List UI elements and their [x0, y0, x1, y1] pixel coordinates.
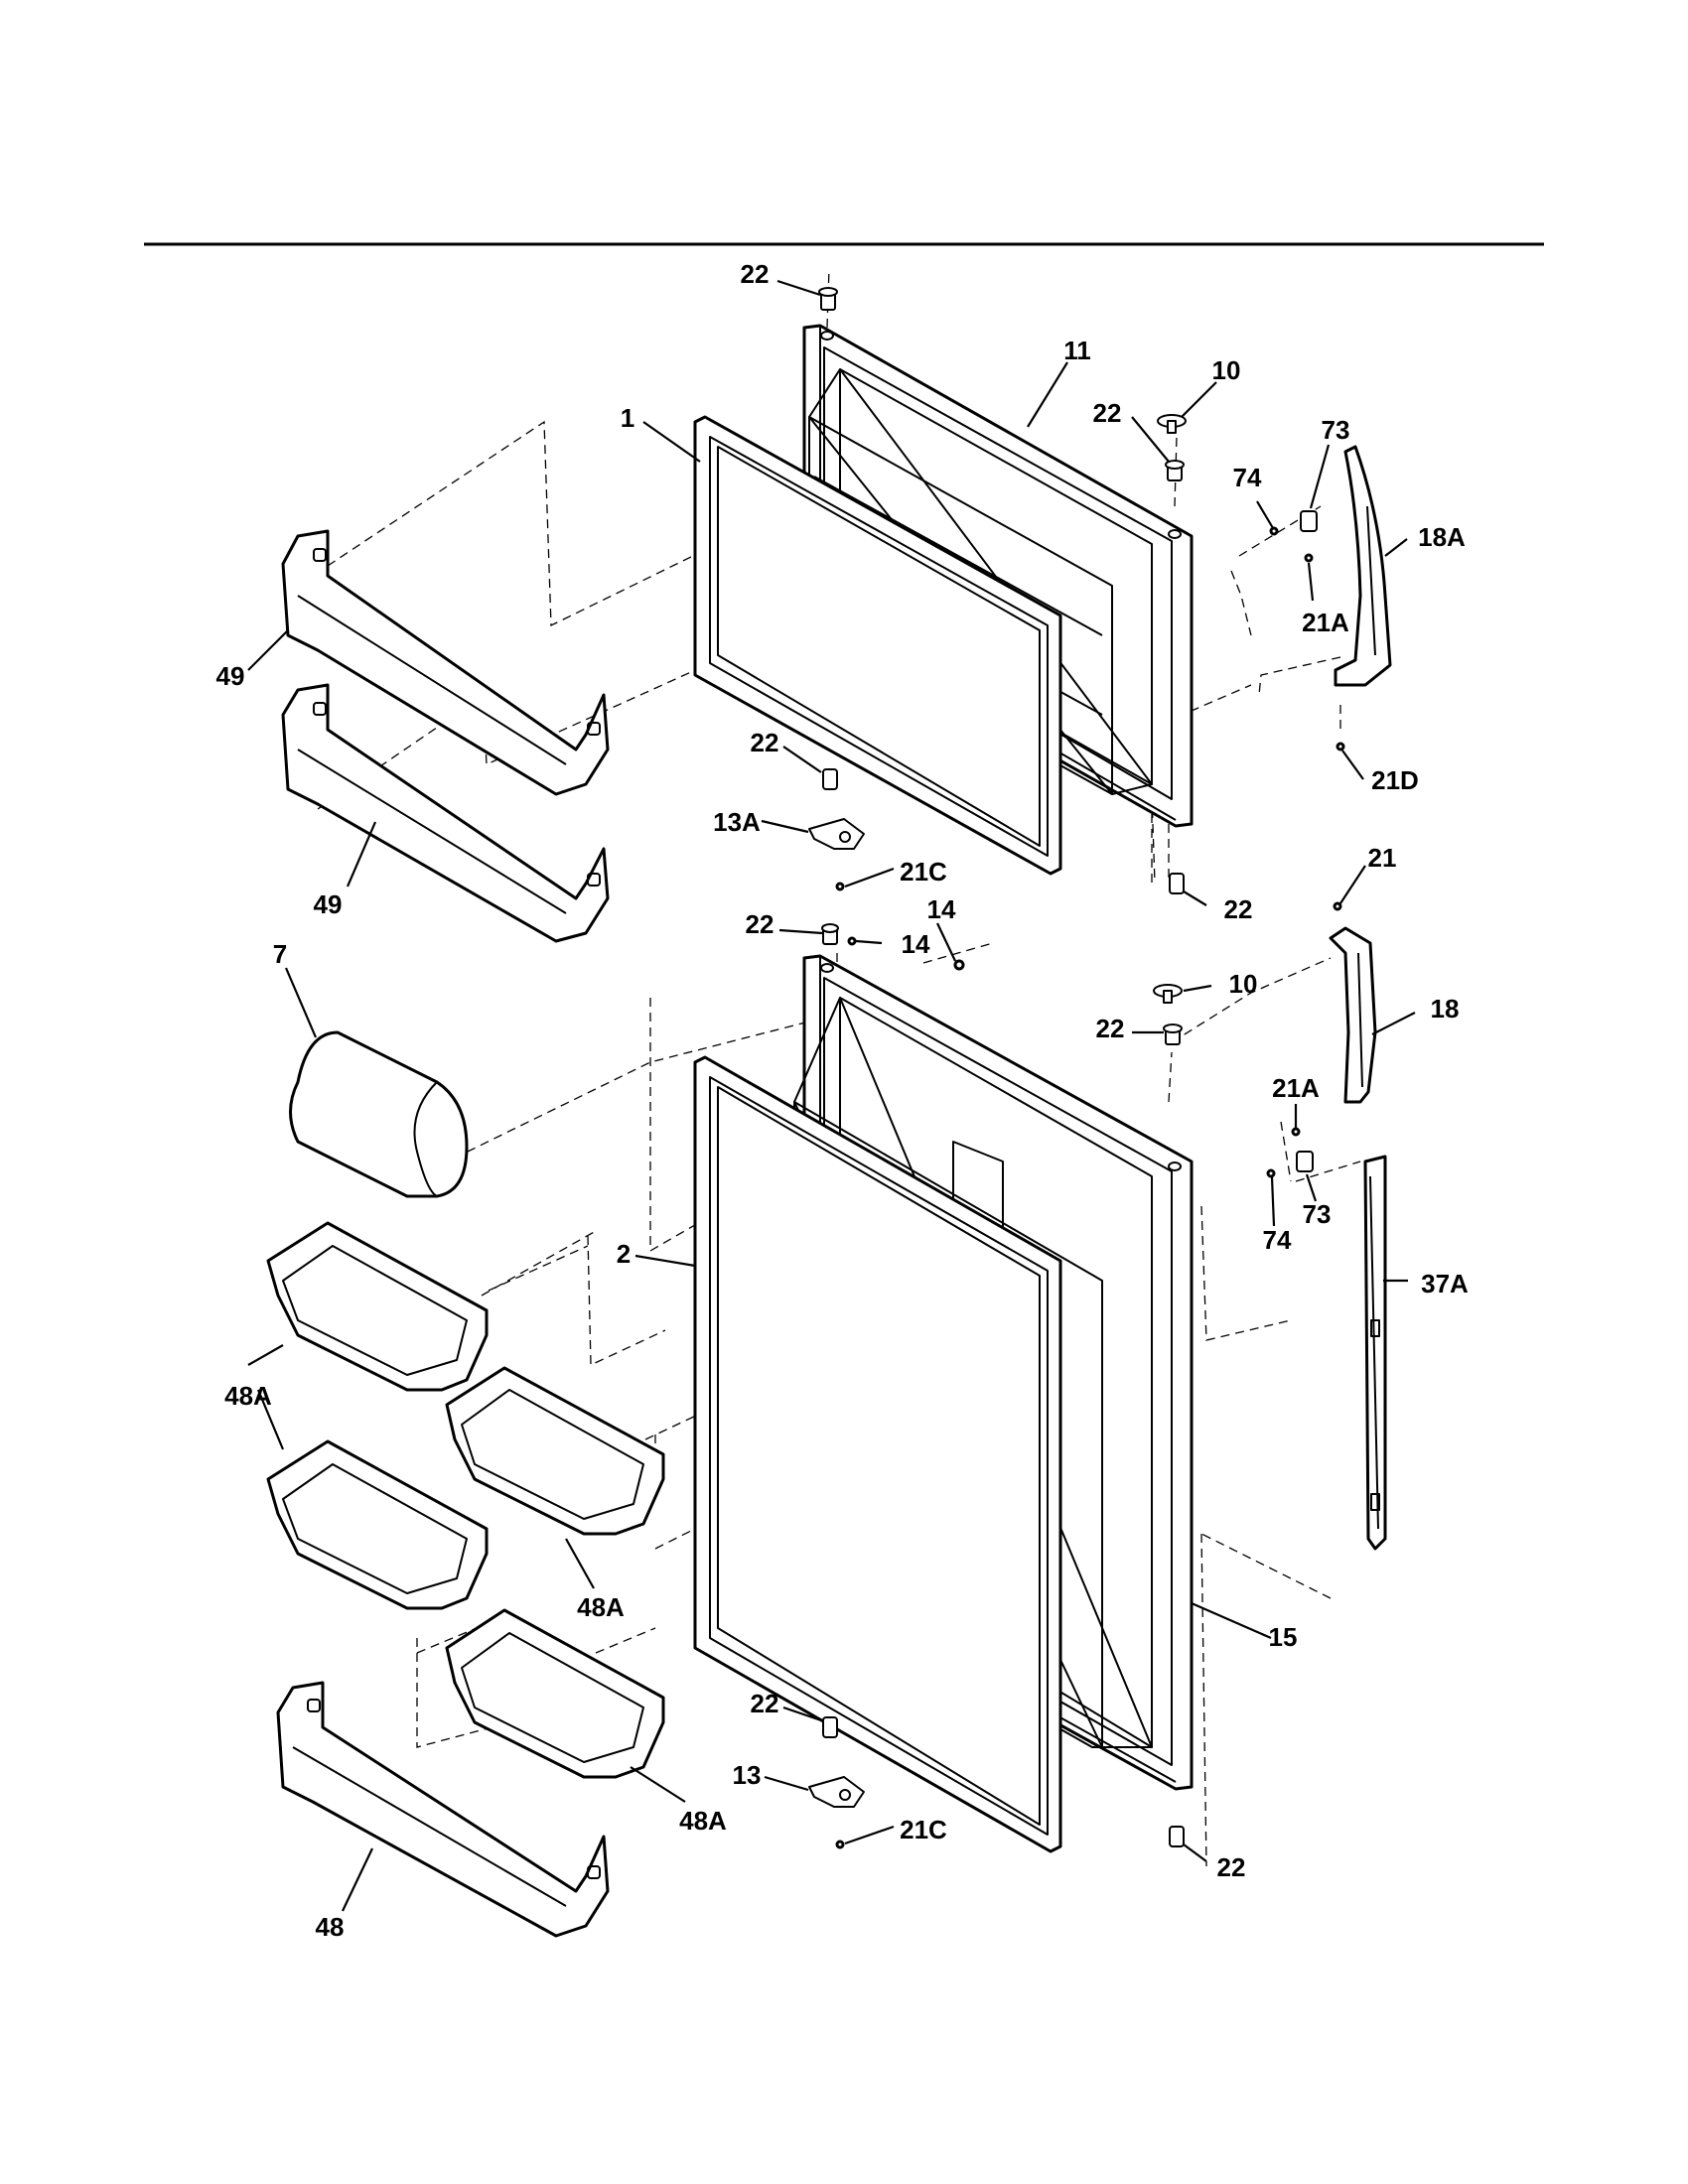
hinge-13 — [808, 1776, 865, 1808]
bracket-73-fresh — [1296, 1151, 1314, 1172]
callout-21C-lower: 21C — [900, 1815, 947, 1844]
screw-14-a — [847, 936, 857, 946]
callout-48: 48 — [316, 1912, 345, 1942]
bin-48a-1 — [266, 1221, 489, 1392]
screw-21 — [1333, 901, 1342, 911]
screw-74-top — [1269, 526, 1279, 536]
hinge-pin-22-bottom-right — [1169, 1826, 1185, 1847]
shelf-49-lower — [281, 683, 610, 943]
callout-73-top: 73 — [1322, 415, 1350, 445]
hinge-pin-22-fresh — [1163, 1024, 1183, 1045]
cap-10-top — [1157, 414, 1187, 434]
hinge-pin-22-top — [818, 287, 838, 311]
shelf-49-upper — [281, 529, 610, 796]
callout-21: 21 — [1368, 843, 1397, 873]
callout-11: 11 — [1063, 336, 1091, 365]
shelf-48 — [276, 1681, 610, 1938]
bracket-73-top — [1300, 510, 1318, 532]
screw-21c-upper — [835, 882, 845, 891]
hinge-pin-22-upper-right — [1165, 460, 1185, 481]
freezer-gasket — [693, 415, 1062, 876]
callout-74-fresh: 74 — [1263, 1225, 1292, 1255]
callout-21C-upper: 21C — [900, 857, 947, 887]
callout-48A-c: 48A — [679, 1806, 727, 1836]
callout-21A-fresh: 21A — [1272, 1073, 1320, 1103]
callout-10-fresh: 10 — [1229, 969, 1258, 999]
cap-10-fresh — [1153, 984, 1183, 1004]
callout-18A: 18A — [1418, 522, 1466, 552]
callout-22-bottom-right: 22 — [1217, 1852, 1246, 1882]
fresh-food-gasket — [693, 1055, 1062, 1853]
callout-49-lower: 49 — [314, 889, 343, 919]
callout-18: 18 — [1431, 994, 1460, 1024]
handle-18A — [1334, 445, 1392, 687]
trim-37A — [1363, 1155, 1387, 1551]
callout-2: 2 — [617, 1239, 631, 1269]
callout-labels: 22 11 10 22 1 73 74 18A 21A 49 49 22 21D… — [216, 259, 1470, 1942]
callout-48A-b: 48A — [577, 1592, 625, 1622]
screw-21a-fresh — [1291, 1127, 1301, 1137]
dairy-cover-7 — [289, 1030, 469, 1198]
callout-15: 15 — [1269, 1622, 1298, 1652]
hardware — [808, 287, 1345, 1849]
hinge-13a — [808, 818, 865, 850]
callout-22-bottom-left: 22 — [751, 1689, 779, 1718]
callout-22-hinge-top: 22 — [1093, 398, 1122, 428]
callout-21D: 21D — [1371, 765, 1419, 795]
hinge-pin-22-mid-left — [822, 768, 838, 790]
callout-37A: 37A — [1421, 1269, 1469, 1298]
callout-49-upper: 49 — [216, 661, 245, 691]
callout-74-top: 74 — [1233, 463, 1262, 492]
callout-22-top: 22 — [741, 259, 770, 289]
hinge-pin-22-fresh-top — [821, 923, 839, 945]
callout-7: 7 — [273, 939, 287, 969]
hinge-pin-22-bottom-left — [822, 1716, 838, 1738]
callout-14-a: 14 — [927, 894, 956, 924]
callout-1: 1 — [621, 403, 634, 433]
hinge-pin-22-mid-right — [1169, 873, 1185, 894]
bin-48a-2 — [445, 1366, 665, 1536]
callout-10-top: 10 — [1212, 355, 1241, 385]
callout-13A: 13A — [713, 807, 761, 837]
callout-21A-top: 21A — [1302, 608, 1349, 637]
callout-22-mid-left: 22 — [751, 728, 779, 757]
handle-18 — [1329, 926, 1377, 1104]
callout-14-b: 14 — [902, 929, 930, 959]
callout-73-fresh: 73 — [1303, 1199, 1332, 1229]
screw-21c-lower — [835, 1840, 845, 1849]
bin-48a-3 — [266, 1439, 489, 1610]
callout-22-mid-right: 22 — [1224, 894, 1253, 924]
callout-48A-a: 48A — [224, 1381, 272, 1411]
callout-22-fresh-hinge: 22 — [1096, 1014, 1125, 1043]
callout-22-fresh-top: 22 — [746, 909, 774, 939]
screw-74-fresh — [1266, 1168, 1276, 1178]
screw-21d — [1336, 742, 1345, 751]
screw-14-b — [953, 959, 965, 971]
screw-21a-top — [1304, 553, 1314, 563]
bin-48a-4 — [445, 1608, 665, 1779]
leader-lines — [247, 279, 1416, 1912]
callout-13: 13 — [733, 1760, 762, 1790]
